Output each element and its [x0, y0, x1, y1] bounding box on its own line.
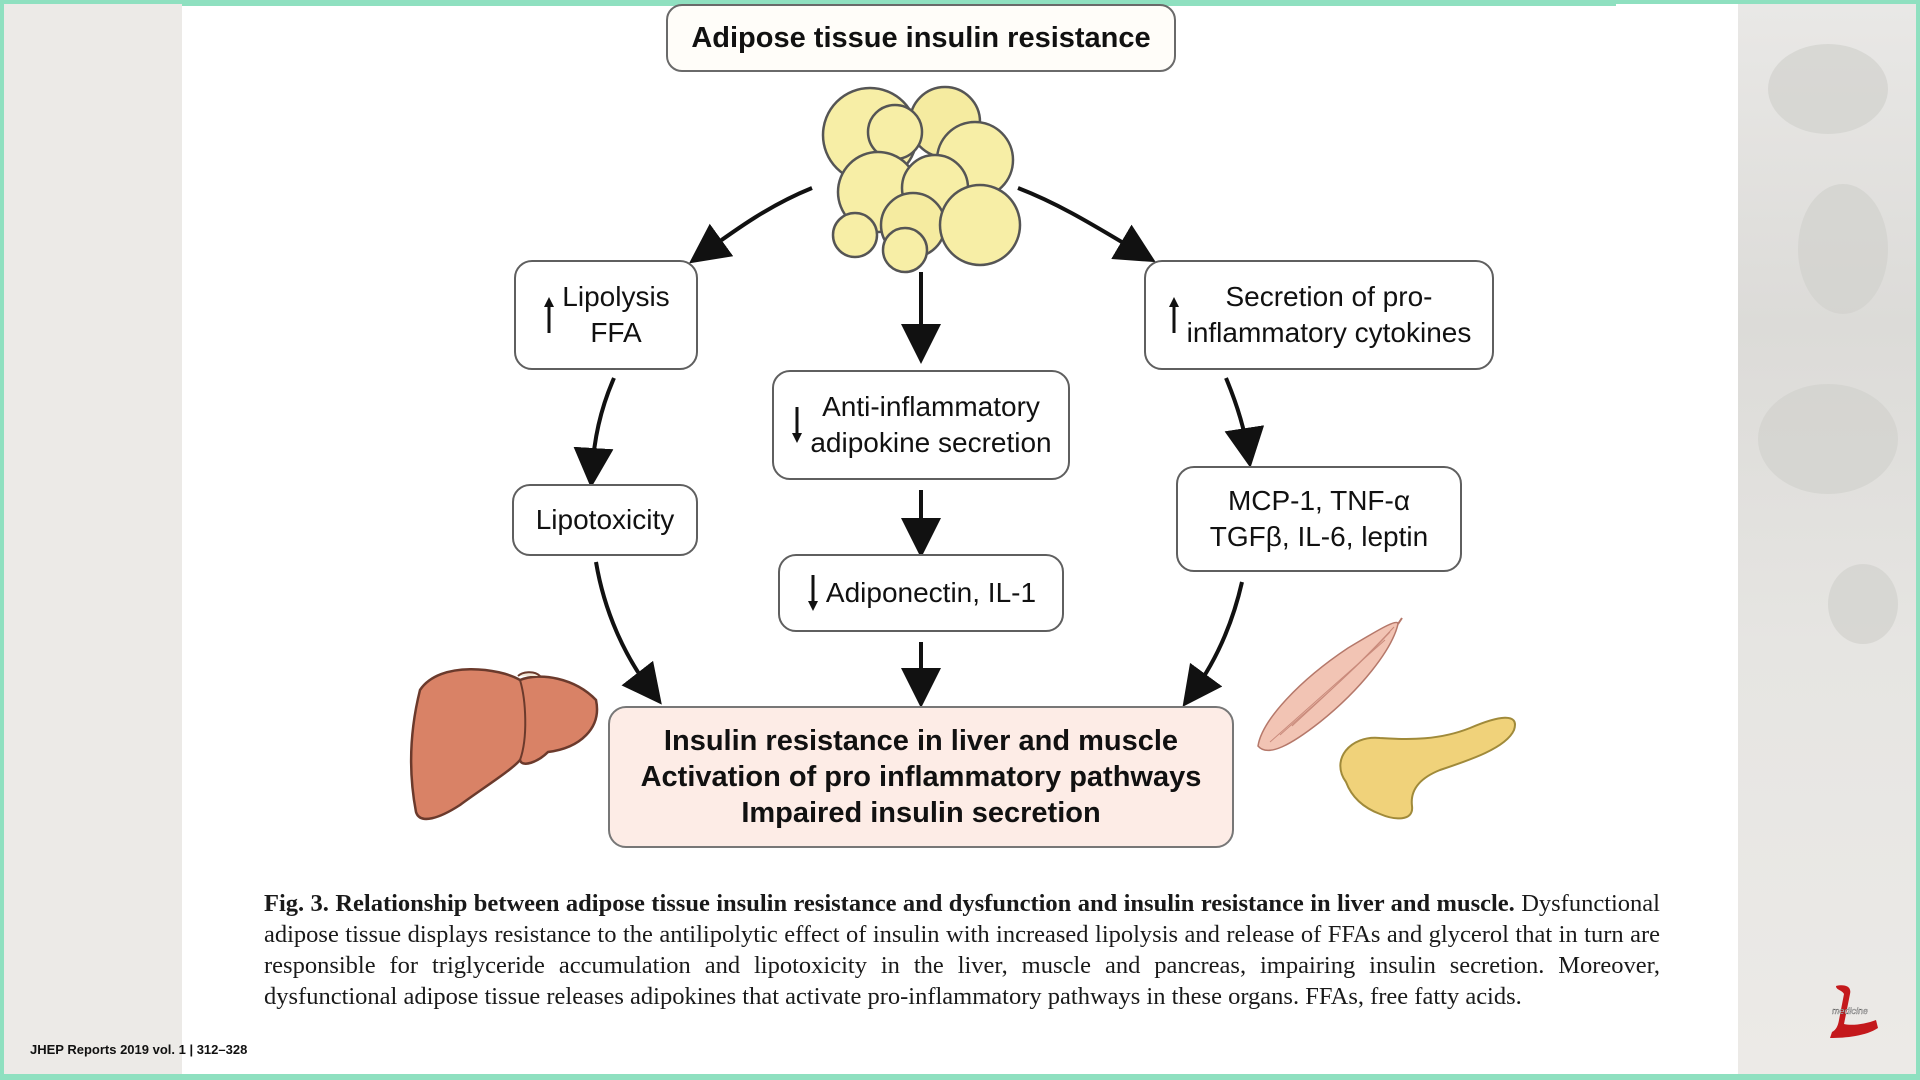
result-line-3: Impaired insulin secretion: [741, 797, 1101, 829]
caption-body: Dysfunctional adipose tissue displays re…: [264, 890, 1660, 1010]
figure-caption: Fig. 3. Relationship between adipose tis…: [264, 888, 1660, 1012]
arrow-lipotoxicity-to-result: [594, 561, 662, 705]
up-arrow-icon: [544, 297, 555, 333]
adiponectin-box: Adiponectin, IL-1: [778, 554, 1064, 632]
lipotoxicity-box: Lipotoxicity: [512, 484, 698, 556]
mcp1-label: MCP-1, TNF-α TGFβ, IL-6, leptin: [1209, 485, 1429, 552]
liver-icon: [409, 668, 599, 821]
lipotoxicity-label: Lipotoxicity: [535, 504, 675, 535]
logo-text: medicine: [1832, 1006, 1868, 1016]
title-label: Adipose tissue insulin resistance: [691, 22, 1151, 54]
down-arrow-icon: [807, 575, 818, 611]
right-margin-panel: [1738, 4, 1916, 1074]
arrow-to-lipotoxicity: [573, 377, 616, 488]
down-arrow-icon: [792, 407, 803, 443]
arrow-to-mcp1: [1224, 377, 1265, 468]
mcp1-box: MCP-1, TNF-α TGFβ, IL-6, leptin: [1176, 466, 1462, 572]
anti-inflammatory-box: Anti-inflammatory adipokine secretion: [772, 370, 1070, 480]
lipolysis-box: Lipolysis FFA: [514, 260, 698, 370]
top-accent-line: [4, 0, 1616, 6]
result-box: Insulin resistance in liver and muscle A…: [608, 706, 1234, 848]
title-box: Adipose tissue insulin resistance: [666, 4, 1176, 72]
anti-inflammatory-label: Anti-inflammatory adipokine secretion: [810, 391, 1052, 458]
adiponectin-label: Adiponectin, IL-1: [825, 577, 1037, 608]
result-line-2: Activation of pro inflammatory pathways: [640, 761, 1202, 793]
arrow-to-cytokines: [1017, 186, 1156, 263]
medicine-logo-icon: medicine: [1830, 985, 1878, 1038]
caption-heading: Fig. 3. Relationship between adipose tis…: [264, 890, 1515, 917]
lipolysis-label: Lipolysis FFA: [562, 281, 670, 348]
adipocyte-cluster-icon: [821, 85, 1022, 274]
arrow-to-lipolysis: [689, 186, 813, 264]
journal-reference: JHEP Reports 2019 vol. 1 | 312–328: [30, 1042, 248, 1057]
pancreas-icon: [1339, 716, 1516, 820]
cytokines-box: Secretion of pro- inflammatory cytokines: [1144, 260, 1494, 370]
result-line-1: Insulin resistance in liver and muscle: [663, 725, 1179, 757]
cytokines-label: Secretion of pro- inflammatory cytokines: [1186, 281, 1472, 348]
left-margin-panel: [4, 4, 182, 1074]
up-arrow-icon: [1168, 297, 1179, 333]
muscle-icon: [1257, 617, 1403, 752]
arrow-mcp1-to-result: [1182, 581, 1244, 707]
